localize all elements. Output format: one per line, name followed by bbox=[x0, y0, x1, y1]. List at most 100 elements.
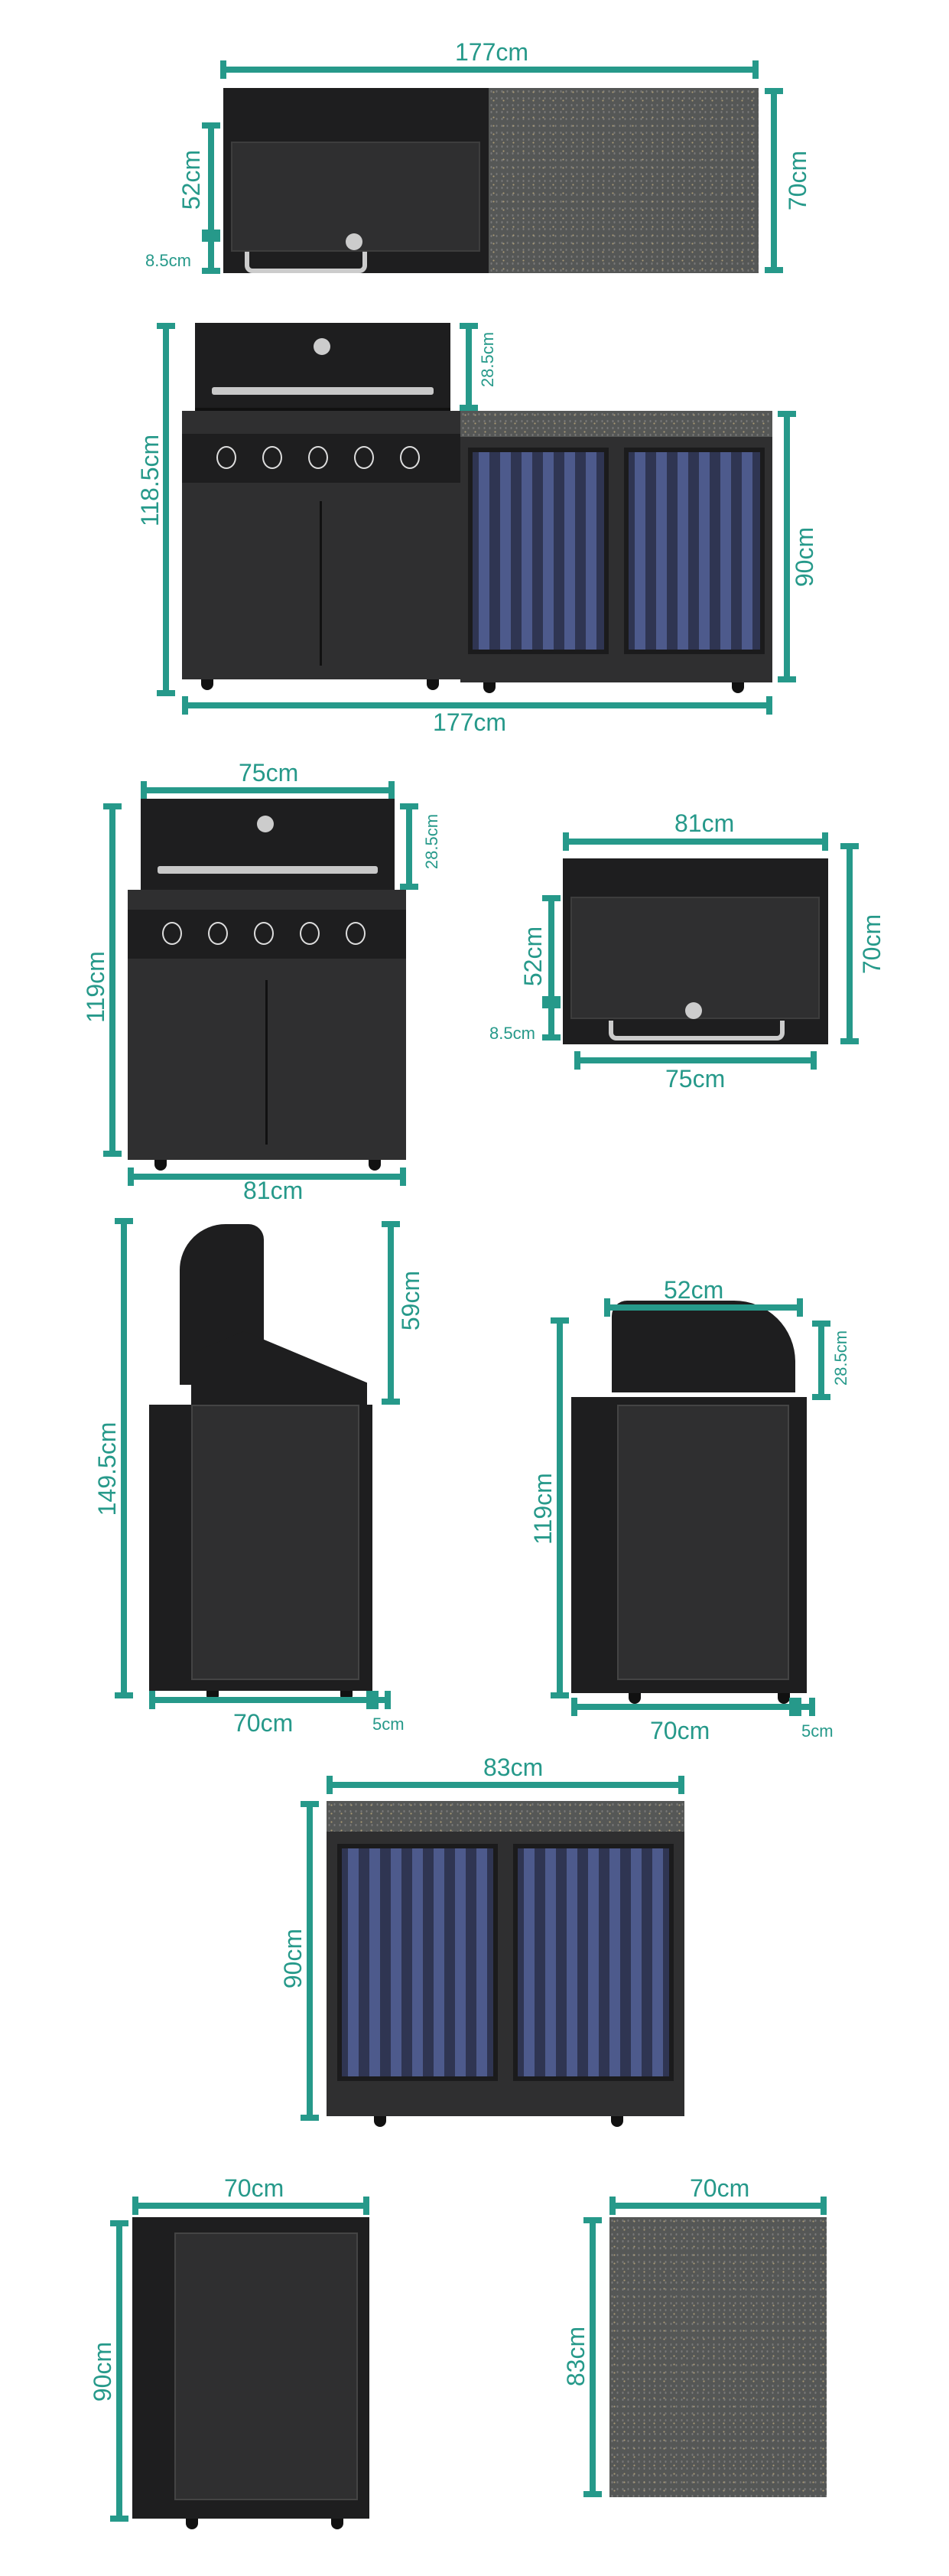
dim-side-open-depth bbox=[149, 1691, 372, 1709]
fridge-door-left bbox=[468, 448, 609, 654]
grill-lid-front bbox=[195, 323, 450, 411]
dim-grill-height bbox=[103, 803, 122, 1157]
dim-fridge-height-label: 90cm bbox=[279, 1928, 307, 1989]
dim-top-depth-label: 70cm bbox=[784, 150, 811, 211]
wheel bbox=[186, 2519, 198, 2529]
fridge-door-right bbox=[513, 1844, 674, 2081]
dim-side-open-depth-label: 70cm bbox=[233, 1709, 294, 1737]
grill-cabinet-front bbox=[128, 890, 406, 1171]
dim-countertop-depth-label: 70cm bbox=[690, 2174, 750, 2202]
grill-side-open bbox=[149, 1405, 372, 1702]
dim-front-fridge-height-label: 90cm bbox=[791, 526, 818, 588]
dim-side-open-height-label: 149.5cm bbox=[93, 1422, 121, 1516]
dim-side-lid-depth-label: 52cm bbox=[664, 1276, 724, 1304]
thermometer-icon bbox=[257, 816, 274, 832]
dim-top-depth bbox=[765, 88, 783, 273]
dim-side-open-knob-label: 5cm bbox=[372, 1715, 405, 1734]
lid-closed-side bbox=[612, 1301, 795, 1392]
dim-front-fridge-height bbox=[778, 411, 796, 682]
dim-countertop-width-label: 83cm bbox=[562, 2326, 590, 2387]
control-panel bbox=[182, 434, 460, 483]
dim-top-width-label: 177cm bbox=[455, 38, 529, 66]
dim-side-lid-depth bbox=[604, 1298, 803, 1317]
knob-icon bbox=[354, 446, 374, 469]
dim-side-closed-depth-label: 70cm bbox=[650, 1717, 710, 1744]
fridge-cabinet-front bbox=[327, 1801, 684, 2127]
dim-fridge-side-height-label: 90cm bbox=[89, 2341, 116, 2402]
dim-top-handle-depth bbox=[202, 236, 220, 274]
countertop-edge bbox=[327, 1801, 684, 1832]
dim-top-grill-depth bbox=[202, 122, 220, 236]
knob-icon bbox=[208, 922, 228, 945]
dim-side-open-height bbox=[115, 1218, 133, 1698]
side-panel bbox=[174, 2232, 358, 2500]
dim-grill-width bbox=[128, 1168, 406, 1186]
knob-icon bbox=[300, 922, 320, 945]
dim-grilltop-depth bbox=[840, 843, 859, 1044]
dim-grilltop-lid-depth-label: 52cm bbox=[519, 926, 547, 987]
dim-grilltop-lid-width-label: 75cm bbox=[665, 1065, 726, 1093]
dim-fridge-side-height bbox=[110, 2220, 128, 2522]
dim-grilltop-lid-width bbox=[574, 1051, 817, 1070]
dim-top-grill-depth-label: 52cm bbox=[177, 149, 205, 210]
dim-grill-lid-width bbox=[141, 781, 395, 800]
fridge-door-right bbox=[624, 448, 765, 654]
grill-side-closed bbox=[571, 1397, 807, 1704]
dim-fridge-width bbox=[327, 1776, 684, 1794]
wheel bbox=[331, 2519, 343, 2529]
dim-front-lid-height bbox=[460, 323, 478, 411]
countertop-top-view bbox=[609, 2217, 827, 2497]
wheel bbox=[154, 1160, 167, 1171]
wheel bbox=[374, 2116, 386, 2127]
dim-front-width-label: 177cm bbox=[433, 708, 507, 736]
dim-fridge-width-label: 83cm bbox=[483, 1754, 544, 1781]
dim-grilltop-handle-depth-label: 8.5cm bbox=[489, 1024, 535, 1043]
lid-handle bbox=[158, 866, 378, 874]
fridge-door-left bbox=[337, 1844, 498, 2081]
wheel bbox=[483, 682, 496, 693]
dim-side-closed-knob-label: 5cm bbox=[801, 1721, 834, 1741]
dim-top-handle-depth-label: 8.5cm bbox=[145, 251, 191, 270]
dim-grill-width-label: 81cm bbox=[243, 1177, 304, 1204]
wheel bbox=[732, 682, 744, 693]
door-split bbox=[265, 980, 268, 1145]
dim-fridge-height bbox=[301, 1801, 319, 2121]
dim-side-closed-height bbox=[551, 1317, 569, 1698]
door-split bbox=[320, 501, 322, 666]
knob-icon bbox=[400, 446, 420, 469]
dim-front-height-label: 118.5cm bbox=[136, 434, 164, 527]
dim-grill-lid-height bbox=[400, 803, 418, 890]
grill-top-view bbox=[563, 858, 828, 1044]
dim-countertop-depth bbox=[609, 2197, 827, 2215]
grill-lid-front bbox=[141, 799, 395, 890]
lid-handle bbox=[609, 1021, 785, 1040]
control-panel bbox=[128, 910, 406, 959]
dim-grill-lid-height-label: 28.5cm bbox=[422, 813, 441, 870]
lid-handle bbox=[212, 387, 434, 395]
wheel bbox=[201, 679, 213, 690]
side-panel bbox=[617, 1405, 789, 1680]
dim-side-lid-height-label: 28.5cm bbox=[831, 1330, 850, 1386]
dim-grilltop-width-label: 81cm bbox=[674, 809, 735, 837]
fridge-cabinet-front bbox=[460, 411, 772, 693]
wheel bbox=[778, 1693, 790, 1704]
dim-front-height bbox=[157, 323, 175, 696]
dim-fridge-side-depth-label: 70cm bbox=[224, 2174, 284, 2202]
thermometer-icon bbox=[346, 233, 362, 250]
dim-side-lid-open bbox=[382, 1221, 400, 1405]
knob-icon bbox=[346, 922, 366, 945]
knob-icon bbox=[254, 922, 274, 945]
dim-side-lid-height bbox=[812, 1321, 830, 1400]
wheel bbox=[629, 1693, 641, 1704]
dim-top-width bbox=[220, 60, 759, 79]
dim-grilltop-depth-label: 70cm bbox=[858, 913, 886, 975]
knob-icon bbox=[162, 922, 182, 945]
dim-side-open-knob bbox=[372, 1691, 391, 1709]
thermometer-icon bbox=[685, 1002, 702, 1019]
dim-countertop-width bbox=[583, 2217, 602, 2497]
wheel bbox=[611, 2116, 623, 2127]
grill-cabinet-front bbox=[182, 411, 460, 690]
dim-front-lid-height-label: 28.5cm bbox=[478, 331, 497, 388]
fridge-side-view bbox=[132, 2217, 369, 2529]
dim-grill-height-label: 119cm bbox=[82, 951, 109, 1023]
